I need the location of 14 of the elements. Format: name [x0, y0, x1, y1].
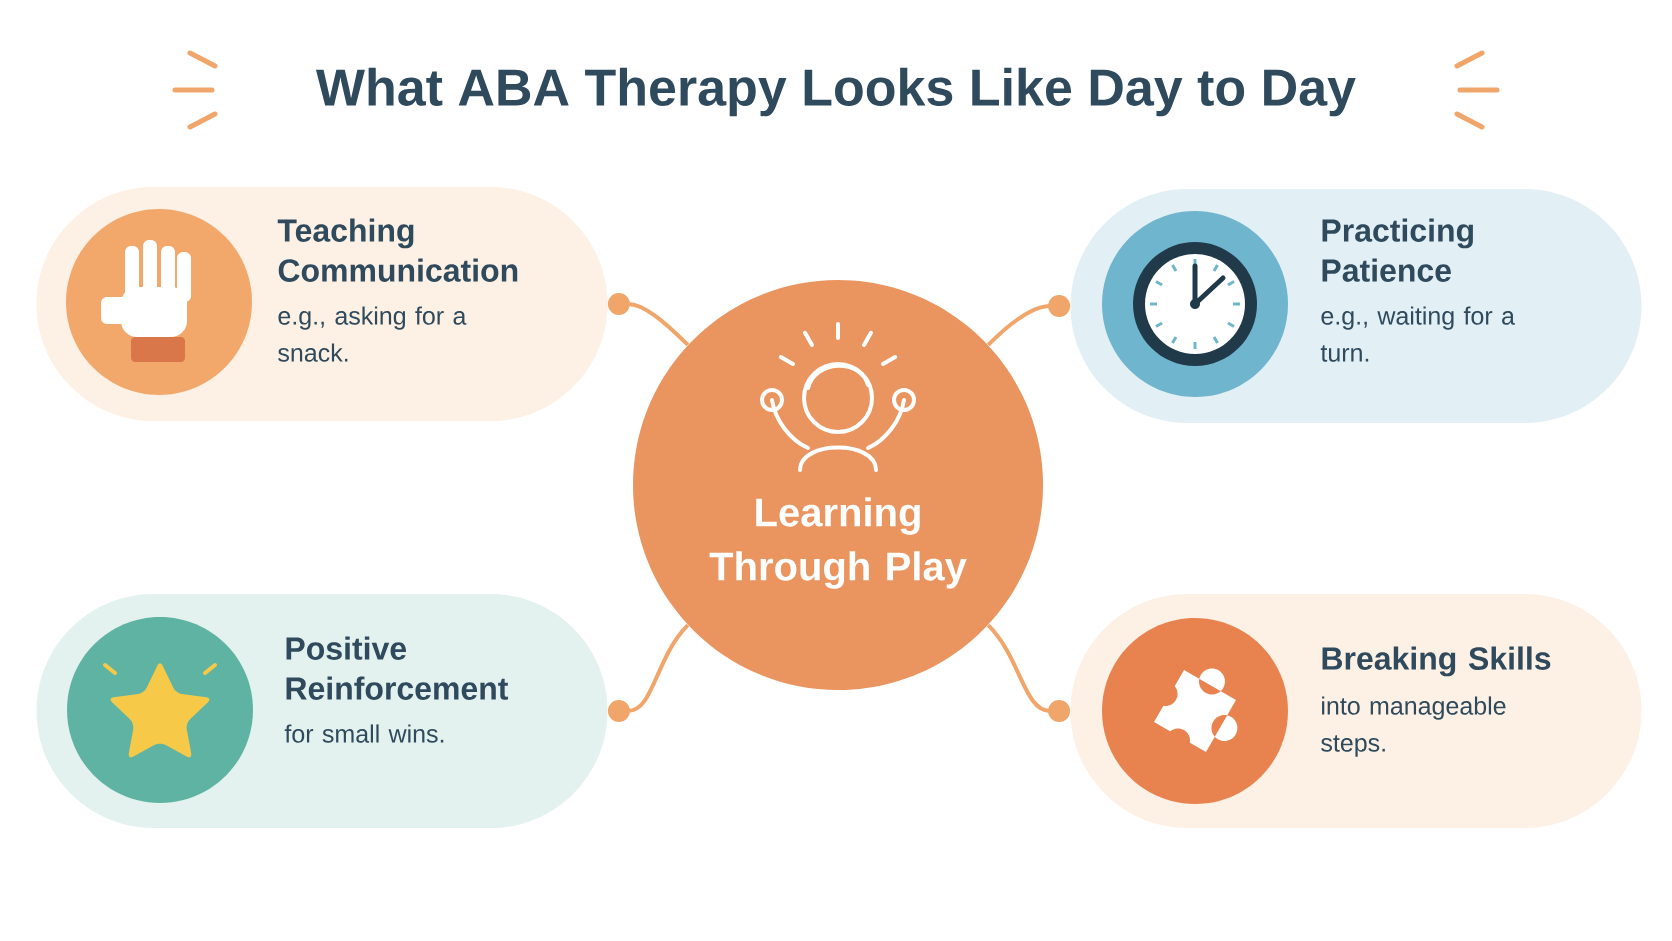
- card-heading: Practicing Patience: [1322, 218, 1473, 282]
- connector: [986, 623, 1071, 722]
- card-text: into manageable steps.: [1321, 696, 1506, 757]
- card-heading: Positive Reinforcement: [286, 636, 509, 700]
- title: What ABA Therapy Looks Like Day to Day: [315, 67, 1356, 117]
- card-heading: Teaching Communication: [277, 218, 518, 282]
- card-text: e.g., waiting for a turn.: [1320, 306, 1515, 362]
- connector: [607, 293, 690, 347]
- connector: [986, 295, 1071, 347]
- card-text: e.g., asking for a snack.: [278, 306, 467, 362]
- card-heading: Breaking Skills: [1322, 646, 1551, 677]
- center-label: Learning Through Play: [709, 497, 967, 589]
- connector: [607, 623, 690, 722]
- card-text: for small wins.: [284, 724, 444, 743]
